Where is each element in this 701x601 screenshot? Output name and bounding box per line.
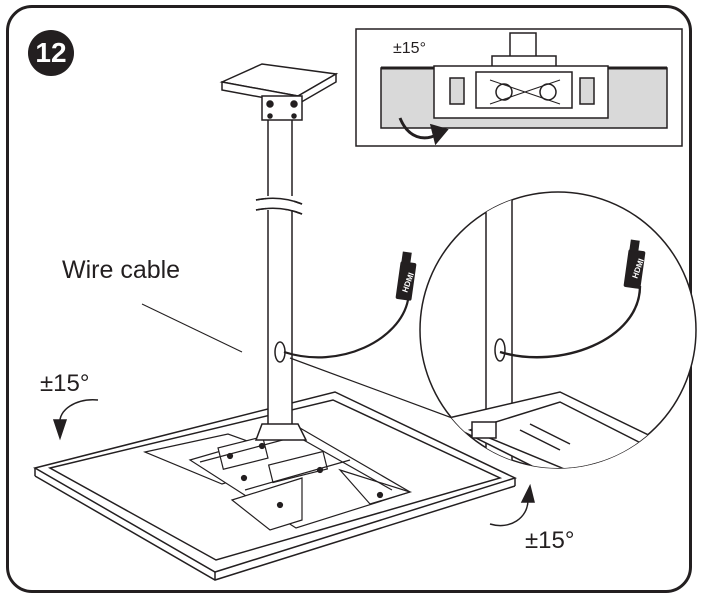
step-number-badge: 12: [28, 30, 74, 76]
wire-cable-leader: [141, 303, 243, 353]
rotate-arrow-icon: [398, 117, 449, 146]
hdmi-plug-icon: [395, 251, 417, 301]
rotate-arrow-icon: [489, 483, 535, 527]
rotate-arrow-icon: [52, 399, 99, 441]
mounting-bracket: [143, 427, 413, 531]
rotation-angle-right: ±15°: [525, 527, 575, 554]
rotation-angle-left: ±15°: [40, 370, 90, 397]
hdmi-plug-icon: [623, 239, 646, 289]
wire-cable-label: Wire cable: [62, 256, 181, 284]
ceiling-plate: [219, 63, 339, 121]
detail-magnifier: [419, 191, 697, 469]
inset-detail: [355, 28, 683, 147]
ceiling-pole: [254, 109, 308, 441]
rotation-angle-inset: ±15°: [393, 40, 426, 57]
